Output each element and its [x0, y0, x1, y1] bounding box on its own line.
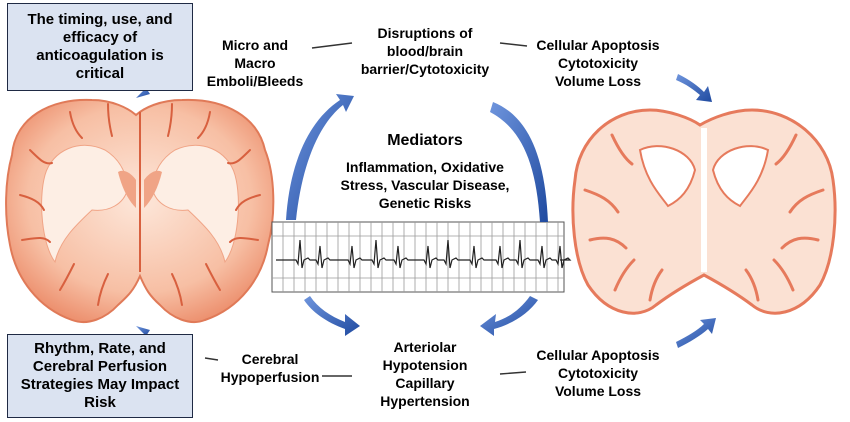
- curved-arrow-icon: [676, 318, 716, 348]
- box-line: Cerebral Perfusion: [32, 358, 168, 375]
- curved-arrow-icon: [480, 296, 538, 336]
- micro-macro-emboli-label: Micro and Macro Emboli/Bleeds: [206, 37, 304, 89]
- connector-arteriolar-to-apoptosis: [499, 371, 527, 375]
- box-line: Strategies May Impact: [20, 376, 180, 393]
- box-line: Rhythm, Rate, and: [34, 340, 166, 357]
- curved-arrow-icon: [304, 296, 360, 336]
- arteriolar-capillary-label: Arteriolar Hypotension Capillary Hyperte…: [380, 339, 470, 409]
- curved-arrow-icon: [490, 102, 548, 222]
- mediators-title: Mediators: [387, 132, 463, 149]
- connector-lines: [204, 42, 528, 377]
- box-line: efficacy of: [62, 29, 138, 46]
- connector-box-to-hypoperfusion: [204, 357, 219, 361]
- box-line: critical: [75, 65, 125, 82]
- cerebral-hypoperfusion-label: Cerebral Hypoperfusion: [220, 351, 320, 385]
- atrophied-brain-icon: [571, 108, 837, 315]
- mediators-list: Inflammation, Oxidative Stress, Vascular…: [340, 159, 510, 211]
- box-line: anticoagulation is: [36, 47, 164, 64]
- curved-arrow-icon: [676, 74, 712, 102]
- bbb-disruption-label: Disruptions of blood/brain barrier/Cytot…: [360, 25, 490, 77]
- box-line: The timing, use, and: [27, 11, 173, 28]
- curved-arrow-icon: [286, 94, 354, 220]
- ecg-trace-line: [276, 239, 572, 269]
- box-arrow-mark: [136, 326, 150, 336]
- ecg-strip-icon: [271, 221, 572, 293]
- connector-micro-to-disruptions: [311, 42, 353, 49]
- apoptosis-bottom-label: Cellular Apoptosis Cytotoxicity Volume L…: [536, 347, 660, 399]
- apoptosis-top-label: Cellular Apoptosis Cytotoxicity Volume L…: [536, 37, 660, 89]
- curved-arrows: [136, 74, 716, 348]
- connector-disruptions-to-apoptosis: [499, 42, 528, 47]
- anticoagulation-box: The timing, use, and efficacy of anticoa…: [7, 3, 193, 91]
- perfusion-strategies-box: Rhythm, Rate, and Cerebral Perfusion Str…: [7, 334, 193, 418]
- box-line: Risk: [84, 394, 116, 411]
- healthy-brain-icon: [5, 98, 275, 324]
